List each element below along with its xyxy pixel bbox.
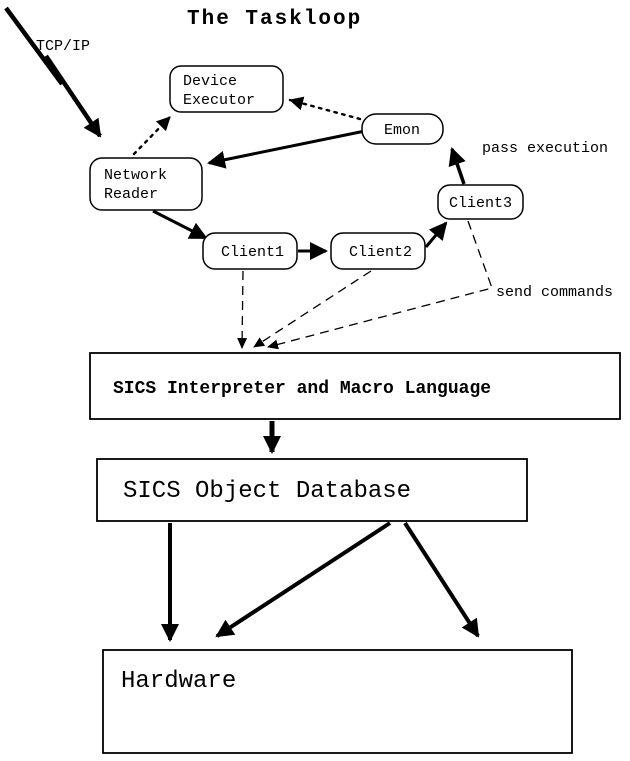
arrow-emon-to-network-reader: [207, 129, 366, 169]
interpreter-label: SICS Interpreter and Macro Language: [113, 379, 491, 399]
client3-box: [437, 184, 524, 220]
node-client2: Client2: [330, 232, 426, 270]
tcpip-arrow: [4, 6, 102, 138]
device-executor-box: [169, 65, 284, 113]
dashed-arrow-client2-to-interpreter: [253, 270, 372, 348]
send-commands-label: send commands: [496, 284, 613, 301]
arrow-client2-to-client3: [424, 221, 448, 248]
dashed-arrow-client3-to-interpreter: [267, 220, 493, 350]
network-reader-label-line1: Network: [104, 167, 167, 184]
node-client3: Client3: [437, 184, 524, 220]
arrow-network-reader-to-client1: [152, 209, 208, 240]
node-emon: Emon: [361, 113, 444, 145]
dashed-arrow-client1-to-interpreter: [237, 270, 248, 349]
database-label: SICS Object Database: [123, 478, 411, 505]
diagram-title: The Taskloop: [187, 8, 362, 31]
node-device-executor: Device Executor: [169, 65, 284, 113]
client1-box: [202, 232, 298, 270]
client2-label: Client2: [349, 244, 412, 261]
database-box: [96, 458, 528, 522]
client3-label: Client3: [449, 195, 512, 212]
node-network-reader: Network Reader: [89, 157, 203, 211]
interpreter-box: [89, 352, 621, 420]
box-interpreter: SICS Interpreter and Macro Language: [89, 352, 621, 420]
emon-box: [361, 113, 444, 145]
arrow-network-reader-to-device-executor: [132, 115, 172, 156]
pass-execution-label: pass execution: [482, 140, 608, 157]
device-executor-label-line1: Device: [183, 73, 237, 90]
arrow-database-to-hardware-middle: [215, 521, 392, 638]
arrow-database-to-hardware-right: [403, 521, 480, 638]
client1-label: Client1: [221, 244, 284, 261]
device-executor-label-line2: Executor: [183, 92, 255, 109]
network-reader-box: [89, 157, 203, 211]
box-database: SICS Object Database: [96, 458, 528, 522]
box-hardware: Hardware: [102, 649, 573, 754]
client2-box: [330, 232, 426, 270]
emon-label: Emon: [384, 122, 420, 139]
hardware-box: [102, 649, 573, 754]
network-reader-label-line2: Reader: [104, 186, 158, 203]
tcpip-label: TCP/IP: [36, 38, 90, 55]
arrow-client3-to-emon: [448, 147, 466, 185]
hardware-label: Hardware: [121, 668, 236, 695]
node-client1: Client1: [202, 232, 298, 270]
